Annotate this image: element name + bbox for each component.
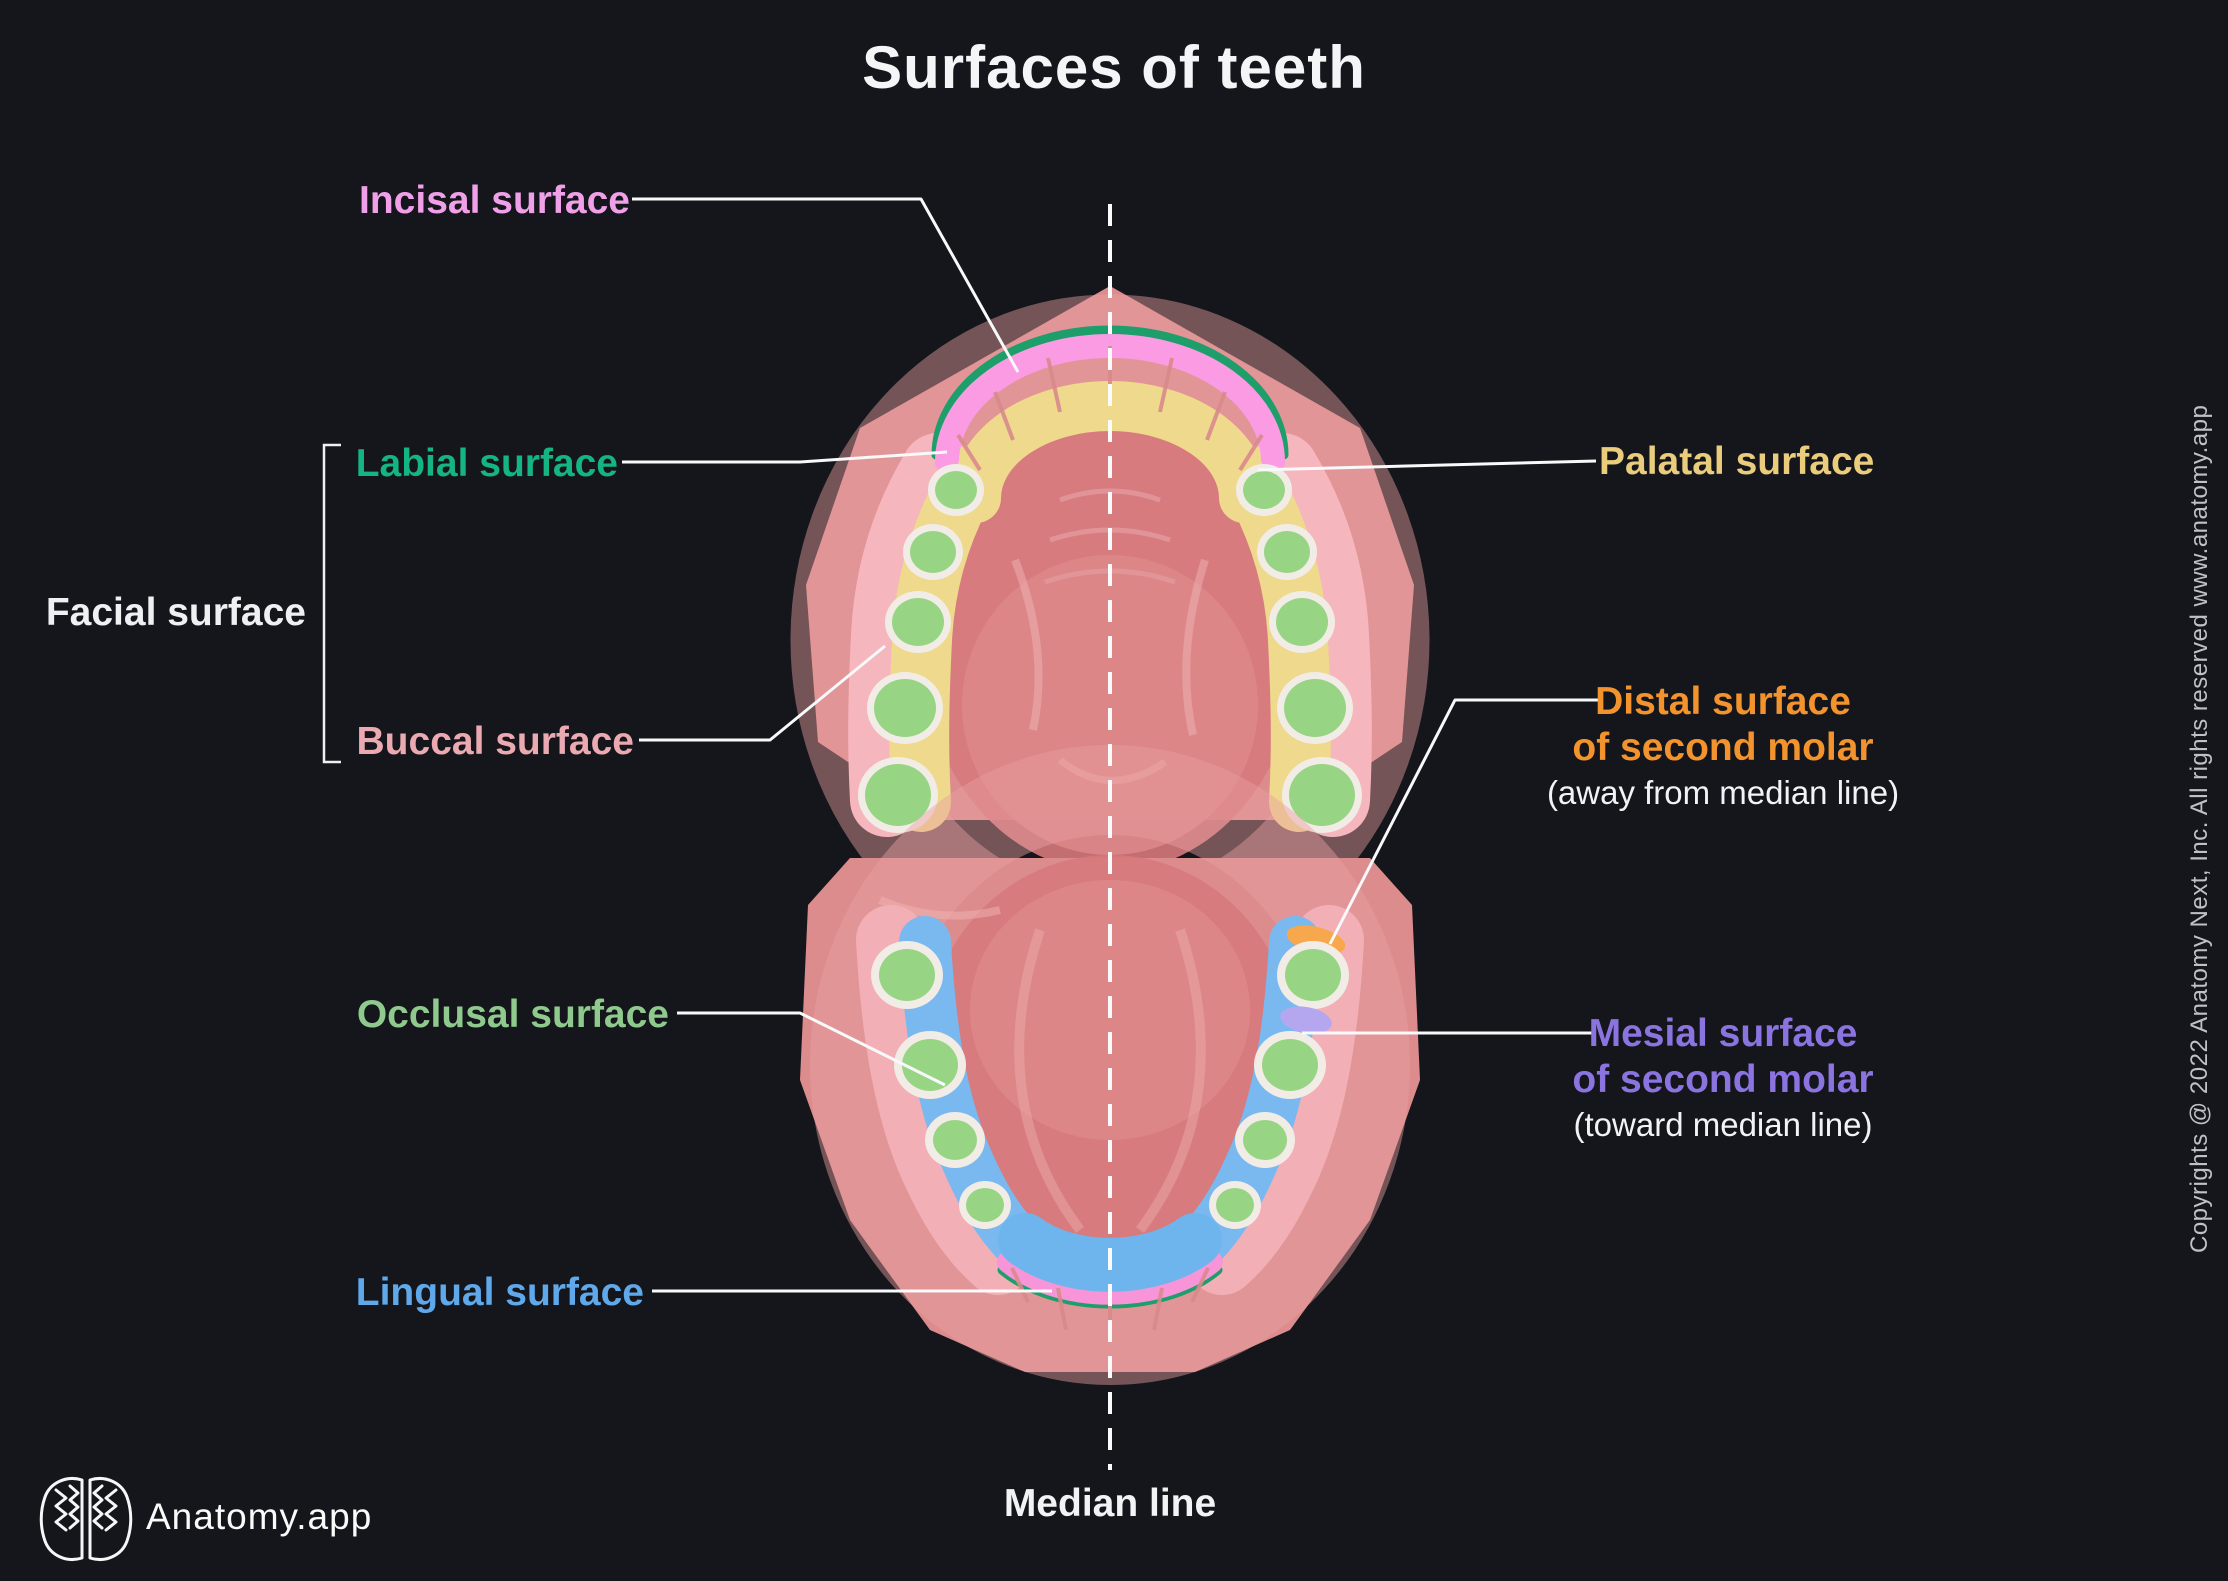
label-lingual-surface: Lingual surface [355,1271,644,1314]
mesial-line2: of second molar [1572,1058,1874,1101]
page-title: Surfaces of teeth [862,34,1366,101]
buccal-leader-line [639,644,886,742]
label-facial-surface: Facial surface [45,591,306,634]
brand-wordmark: Anatomy.app [146,1496,373,1537]
label-distal-surface: Distal surface of second molar (away fro… [1443,679,2003,815]
copyright-text: Copyrights @ 2022 Anatomy Next, Inc. All… [2186,404,2213,1253]
occlusal-leader-line [677,1011,946,1087]
upper-posterior-teeth [858,464,1362,833]
mesial-line1: Mesial surface [1588,1012,1858,1055]
label-occlusal-surface: Occlusal surface [356,993,669,1036]
label-incisal-surface: Incisal surface [359,179,630,222]
label-mesial-surface: Mesial surface of second molar (toward m… [1443,1011,2003,1147]
distal-line1: Distal surface [1595,680,1851,723]
label-palatal-surface: Palatal surface [1599,440,1875,483]
labial-leader-line [622,450,948,464]
upper-jaw-model [790,286,1430,986]
lower-posterior-teeth [871,941,1349,1229]
distal-line2: of second molar [1572,726,1874,769]
label-labial-surface: Labial surface [355,442,618,485]
label-buccal-surface: Buccal surface [356,720,634,763]
palatal-leader-line [1257,459,1597,472]
label-median-line: Median line [1003,1482,1217,1525]
incisal-leader-line [632,197,1020,373]
leader-lines [622,197,1600,1293]
distal-leader-line [1328,698,1600,945]
mesial-surface-highlight [1280,1006,1332,1034]
facial-surface-bracket [322,443,341,764]
distal-note: (away from median line) [1546,774,1900,811]
brain-logo-icon [39,1477,133,1561]
mesial-note: (toward median line) [1573,1106,1873,1143]
